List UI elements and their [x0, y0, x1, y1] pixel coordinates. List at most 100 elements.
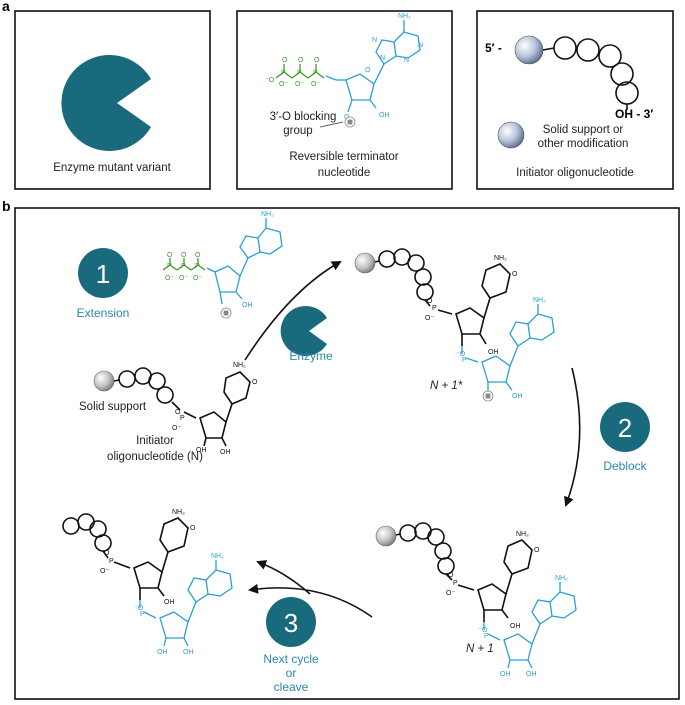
svg-text:⁻O: ⁻O [478, 627, 488, 634]
product-new-nucleotide [483, 582, 577, 669]
step1-circle [78, 248, 128, 298]
svg-text:⁻O: ⁻O [265, 77, 275, 84]
svg-text:O: O [534, 547, 540, 554]
initiator-bead-icon [93, 370, 115, 392]
svg-text:O: O [365, 67, 371, 74]
initiator-label-2: oligonucleotide (N) [107, 451, 203, 463]
terminator-caption-1: Reversible terminator [289, 151, 398, 163]
svg-text:OH: OH [164, 599, 175, 606]
svg-text:O: O [282, 57, 288, 64]
svg-text:N: N [404, 57, 409, 64]
step1-number: 1 [96, 259, 110, 289]
svg-text:O⁻: O⁻ [100, 568, 109, 575]
step2-label: Deblock [603, 459, 647, 473]
step3-label-3: cleave [274, 680, 309, 694]
svg-text:P: P [167, 263, 172, 270]
svg-text:P: P [195, 263, 200, 270]
initiator-chain-icon [113, 367, 251, 447]
svg-text:O⁻: O⁻ [446, 590, 455, 597]
terminator-caption-2: nucleotide [318, 167, 370, 179]
svg-text:P: P [313, 70, 318, 77]
panel-b-label: b [2, 198, 11, 214]
svg-text:OH: OH [526, 671, 537, 678]
svg-text:O⁻: O⁻ [425, 315, 434, 322]
cycle-enzyme-icon [280, 305, 327, 356]
svg-text:O: O [298, 57, 304, 64]
blocking-pointer [319, 121, 344, 128]
svg-text:OH: OH [157, 649, 168, 656]
product-star-new-nucleotide [461, 304, 555, 392]
svg-text:OH: OH [379, 112, 390, 119]
svg-text:O⁻: O⁻ [311, 81, 320, 88]
svg-text:OH: OH [220, 449, 231, 456]
enzyme-pacman-icon [61, 54, 151, 151]
svg-text:P: P [181, 263, 186, 270]
svg-text:NH₂: NH₂ [533, 297, 546, 304]
solid-support-label: Solid support [79, 401, 147, 413]
support-legend-bead-icon [497, 121, 525, 149]
deblock-arrow [564, 367, 581, 507]
svg-text:OH: OH [510, 623, 521, 630]
svg-text:OH: OH [500, 671, 511, 678]
svg-text:NH₂: NH₂ [555, 575, 568, 582]
svg-text:O: O [314, 57, 320, 64]
step2-number: 2 [618, 413, 632, 443]
svg-text:P: P [180, 415, 185, 422]
svg-text:O⁻: O⁻ [165, 275, 174, 282]
svg-text:O⁻: O⁻ [193, 275, 202, 282]
svg-text:O⁻: O⁻ [172, 425, 181, 432]
product-bead-icon [375, 525, 397, 547]
enzyme-box [14, 10, 211, 190]
svg-text:O: O [195, 252, 201, 259]
step2-circle [600, 402, 650, 452]
svg-text:O⁻: O⁻ [295, 81, 304, 88]
svg-text:NH₂: NH₂ [233, 362, 246, 369]
svg-text:P: P [432, 305, 437, 312]
svg-text:NH₂: NH₂ [398, 13, 411, 20]
svg-text:P: P [140, 611, 145, 618]
svg-text:P: P [453, 580, 458, 587]
svg-text:OH: OH [512, 393, 523, 400]
product-label: N + 1 [466, 643, 494, 655]
svg-text:NH₂: NH₂ [261, 211, 274, 218]
oligo-chain-icon [542, 36, 639, 110]
svg-text:N: N [372, 37, 377, 44]
cleaved-new-nucleotide [139, 560, 233, 647]
svg-text:⁻O: ⁻O [134, 605, 144, 612]
five-prime-label: 5′ - [485, 41, 502, 55]
cycle-panel [14, 207, 680, 700]
svg-text:O: O [512, 271, 518, 278]
solid-support-bead-icon [514, 35, 544, 65]
next-cycle-arrow-upper [256, 560, 311, 595]
svg-text:OH: OH [196, 447, 207, 454]
product-star-structure [374, 248, 511, 346]
svg-text:OH: OH [488, 349, 499, 356]
svg-text:NH₂: NH₂ [494, 255, 507, 262]
svg-text:OH: OH [242, 302, 253, 309]
panel-a-label: a [2, 0, 10, 14]
terminator-box [236, 10, 453, 190]
svg-text:P: P [109, 558, 114, 565]
svg-text:OH: OH [183, 649, 194, 656]
step3-label-2: or [286, 666, 297, 680]
svg-text:N: N [380, 55, 385, 62]
blocking-label-2: group [283, 125, 312, 137]
svg-text:P: P [281, 70, 286, 77]
product-structure [395, 522, 533, 622]
svg-text:O⁻: O⁻ [179, 275, 188, 282]
initiator-box [476, 10, 674, 190]
cleaved-product-structure [62, 513, 189, 600]
svg-text:O: O [448, 572, 454, 579]
svg-text:O⁻: O⁻ [279, 81, 288, 88]
svg-text:O: O [427, 298, 433, 305]
svg-text:P: P [297, 70, 302, 77]
initiator-label-1: Initiator [136, 435, 174, 447]
enzyme-caption: Enzyme mutant variant [53, 162, 171, 174]
three-prime-label: OH - 3′ [615, 107, 653, 121]
svg-text:O: O [344, 114, 350, 121]
svg-text:P: P [484, 633, 489, 640]
svg-text:NH₂: NH₂ [172, 509, 185, 516]
